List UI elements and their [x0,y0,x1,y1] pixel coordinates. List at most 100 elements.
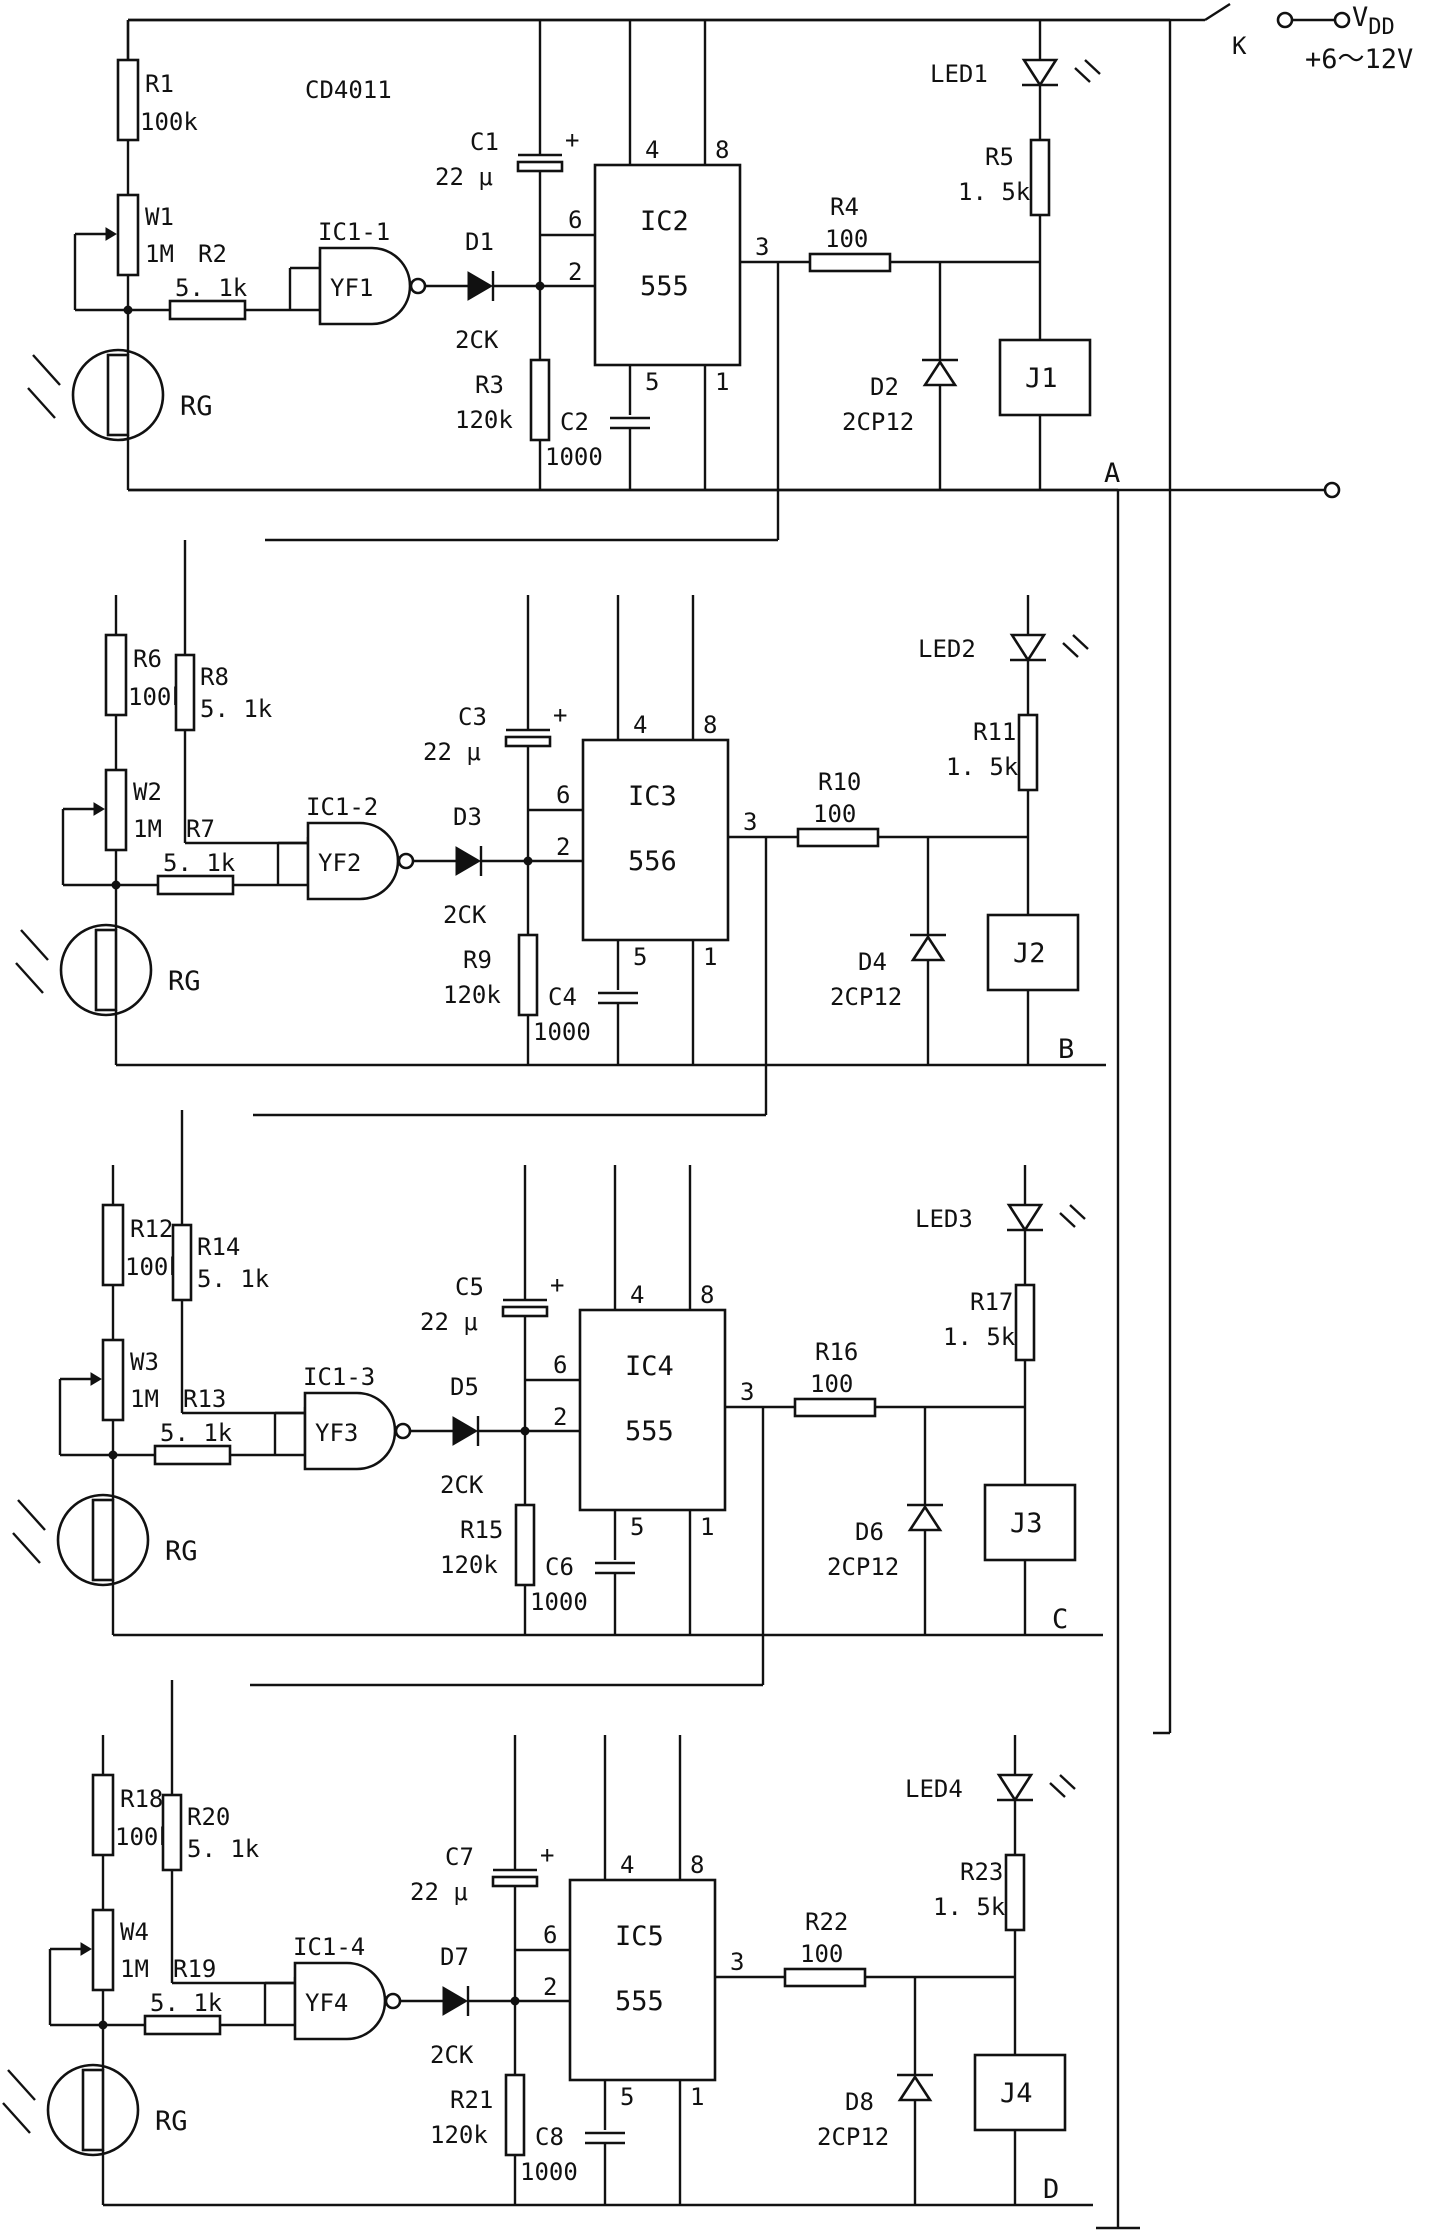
led [1006,1203,1044,1233]
r-link-label: R8 [200,663,229,691]
pot-wiper-arrow [80,1942,92,1956]
cap-c-label: C8 [535,2123,564,2151]
resistor-r-led [1014,1283,1036,1362]
cap-c-label: C2 [560,408,589,436]
gate-label: IC1-1 [318,218,390,246]
light-arrow-2 [27,387,56,419]
zener-label: D2 [870,373,899,401]
pot-label: W4 [120,1918,149,1946]
pin-2: 2 [568,258,582,286]
pot-wiper-arrow [93,802,105,816]
r-in-value: 5. 1k [160,1419,233,1447]
nand-bubble [394,1422,412,1440]
rg-label: RG [165,1536,198,1567]
r-led-value: 1. 5k [958,178,1031,206]
power-switch-lever [1204,2,1231,22]
zener-type: 2CP12 [827,1553,899,1581]
pin-5: 5 [620,2083,634,2111]
diode-type: 2CK [440,1471,484,1499]
r-in-label: R2 [198,240,227,268]
pot-wiper-arrow [90,1372,102,1386]
pin-8: 8 [715,136,729,164]
timer-ic [568,1878,717,2082]
led [996,1773,1034,1803]
pot-wiper-arrow [105,227,117,241]
cap-t-label: C3 [458,703,487,731]
r-in-value: 5. 1k [175,274,248,302]
timer-label: IC5 [615,1921,664,1952]
stage-block-4: R18 100k W4 1M RG R19 5. 1k IC1-4 YF4 [2,1680,1093,2207]
relay-label: J3 [1010,1508,1043,1539]
r-link-label: R14 [197,1233,240,1261]
resistor-r-link [171,1223,193,1302]
pin-6: 6 [568,206,582,234]
output-terminal [1323,481,1341,499]
pin-8: 8 [703,711,717,739]
pin-6: 6 [556,781,570,809]
led-rays [1074,67,1091,83]
r-top-label: R1 [145,70,174,98]
cap-c-value: 1000 [533,1018,591,1046]
gate-name: YF4 [305,1989,348,2017]
zener-label: D4 [858,948,887,976]
cap-c-label: C4 [548,983,577,1011]
pin-6: 6 [543,1921,557,1949]
stage-block-1: R1 100k W1 1M RG R2 5. 1k IC1-1 YF1 [27,20,1118,542]
pin-4: 4 [633,711,647,739]
resistor-r-in [156,874,235,896]
cap-c-value: 1000 [520,2158,578,2186]
r-out-label: R22 [805,1908,848,1936]
cap-t-value: 22 μ [410,1878,468,1906]
r-led-value: 1. 5k [933,1893,1006,1921]
r-out-value: 100 [800,1940,843,1968]
r-top-label: R6 [133,645,162,673]
relay-label: J2 [1013,938,1046,969]
resistor-r-out [793,1397,877,1418]
resistor-r-top [104,633,128,717]
diode-label: D3 [453,803,482,831]
resistor-r-top [101,1203,125,1287]
gate-name: YF2 [318,849,361,877]
r-in-label: R13 [183,1385,226,1413]
light-arrow-2 [2,2102,31,2134]
nand-bubble [409,277,427,295]
timer-label: IC4 [625,1351,674,1382]
pin-5: 5 [630,1513,644,1541]
pin-3: 3 [740,1378,754,1406]
zener-type: 2CP12 [817,2123,889,2151]
relay-label: J4 [1000,2078,1033,2109]
timer-type: 555 [615,1986,664,2017]
pot-value: 1M [133,815,162,843]
supply-terminal [1333,11,1351,29]
r-top-label: R12 [130,1215,173,1243]
pin-3: 3 [730,1948,744,1976]
pot-label: W2 [133,778,162,806]
resistor-r-dis [517,933,539,1017]
pin-1: 1 [700,1513,714,1541]
node-a-label: A [1104,458,1120,489]
led [1009,633,1047,663]
supply-label: VDD [1352,2,1395,40]
led-label: LED2 [918,635,976,663]
r-in-label: R7 [186,815,215,843]
resistor-r-dis [529,358,551,442]
led-label: LED1 [930,60,988,88]
gate-name: YF1 [330,274,373,302]
zener-label: D6 [855,1518,884,1546]
potentiometer [91,1908,115,1992]
r-top-value: 100k [140,108,198,136]
pot-label: W3 [130,1348,159,1376]
timer-type: 556 [628,846,677,877]
diode [442,1986,468,2016]
pin-5: 5 [645,368,659,396]
light-arrow-1 [32,354,61,386]
gate-name: YF3 [315,1419,358,1447]
r-dis-label: R9 [463,946,492,974]
nand-gate [293,1961,387,2041]
gate-label: IC1-4 [293,1933,365,1961]
r-led-label: R17 [970,1288,1013,1316]
led-rays [1059,1212,1076,1228]
potentiometer [101,1338,125,1422]
r-led-label: R11 [973,718,1016,746]
cap-t-value: 22 μ [420,1308,478,1336]
